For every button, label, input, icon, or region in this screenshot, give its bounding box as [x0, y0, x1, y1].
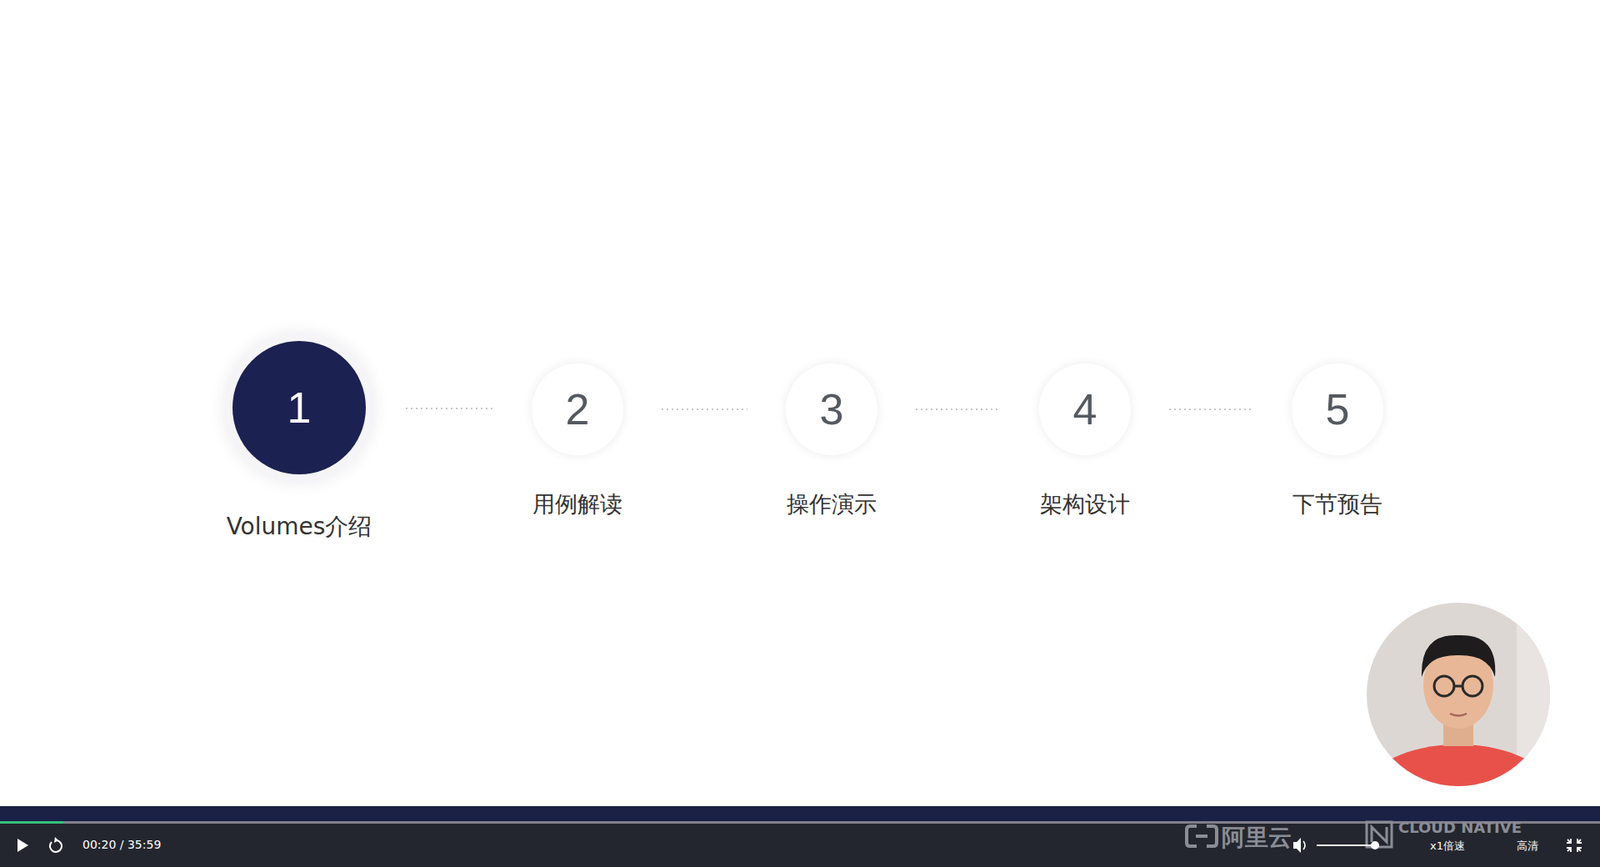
step-circle: 1 [232, 340, 366, 475]
logo-bracket [1206, 825, 1217, 846]
fullscreen-icon [1566, 838, 1582, 852]
webcam [1358, 594, 1559, 836]
dotted-connector [1169, 408, 1254, 410]
volume-slider [1316, 844, 1375, 846]
dotted-connector [661, 408, 748, 410]
replay-icon [50, 840, 62, 852]
control-bar [0, 821, 1600, 867]
play-icon [17, 838, 29, 852]
step-node: 5 下节预告 [1205, 363, 1470, 520]
replay-arrow [54, 836, 59, 843]
speed-button: x1倍速 [1430, 838, 1465, 854]
step-label: 用例解读 [445, 489, 710, 520]
step-label: 架构设计 [953, 489, 1217, 520]
step-circle: 3 [785, 363, 878, 455]
watermark: CLOUD NATIVE [1398, 818, 1522, 836]
cncf-logo [1366, 821, 1392, 847]
step-node: 1Volumes介绍 [167, 340, 431, 543]
cncf-logo-mark [1371, 826, 1387, 842]
step-label: Volumes介绍 [167, 510, 431, 543]
step-label: 操作演示 [700, 489, 964, 520]
step-number: 4 [1073, 384, 1098, 435]
step-label: 下节预告 [1205, 489, 1470, 520]
step-circle: 2 [531, 363, 624, 455]
step-circle: 4 [1039, 363, 1131, 455]
logo-bracket [1186, 825, 1197, 846]
dotted-connector [915, 408, 1001, 410]
dotted-connector [405, 407, 494, 410]
volume-knob [1370, 840, 1380, 850]
top-strip [0, 805, 1600, 822]
volume-wave [1303, 840, 1305, 850]
time-display: 00:20 / 35:59 [82, 837, 161, 851]
quality-button: 高清 [1516, 838, 1539, 854]
step-node: 2 用例解读 [445, 363, 710, 520]
progress-track [0, 820, 1600, 824]
progress-fill [0, 820, 64, 824]
step-circle: 5 [1291, 363, 1384, 455]
watermark: 阿里云 [1221, 821, 1292, 854]
step-number: 2 [565, 384, 590, 435]
logo-dash [1195, 834, 1208, 838]
step-number: 1 [287, 382, 312, 433]
step-node: 3 操作演示 [700, 363, 964, 520]
volume-icon [1293, 837, 1301, 853]
step-number: 5 [1325, 384, 1350, 435]
step-node: 4 架构设计 [953, 363, 1217, 520]
step-number: 3 [820, 384, 845, 435]
